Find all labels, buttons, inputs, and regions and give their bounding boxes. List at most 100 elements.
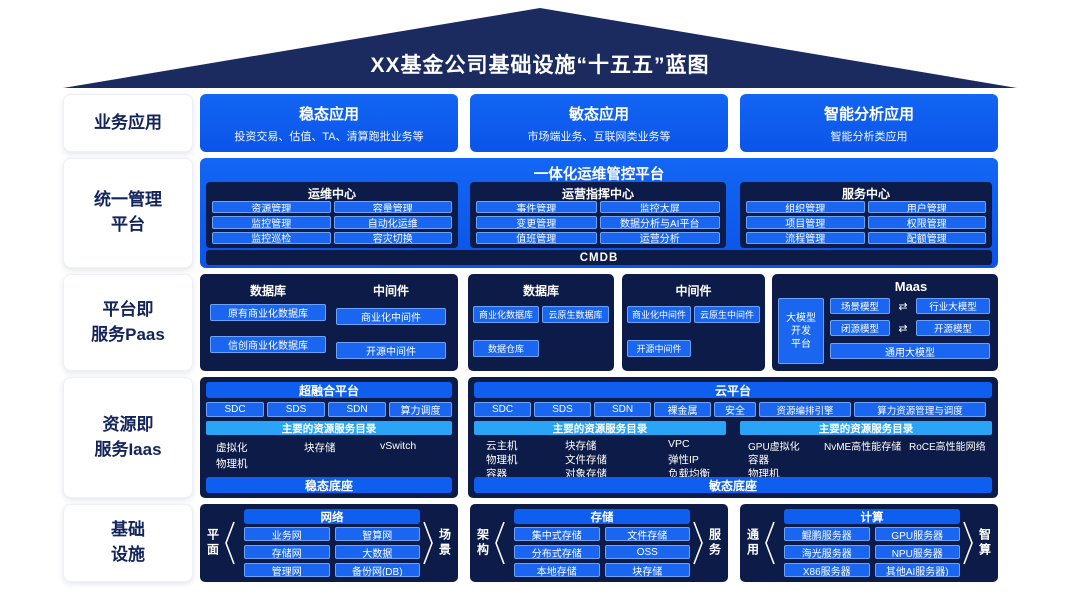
resource-item: 文件存储: [565, 454, 607, 466]
roof-banner: XX基金公司基础设施“十五五”蓝图: [63, 8, 1017, 88]
app-box-stable: 稳态应用 投资交易、估值、TA、清算跑批业务等: [200, 94, 458, 152]
infra-header-bar: 计算: [784, 509, 960, 524]
left-chevron-icon: [495, 521, 505, 565]
mgmt-item: 自动化运维: [333, 216, 452, 229]
right-chevron-icon: [963, 521, 973, 565]
resource-item: 物理机: [216, 458, 248, 470]
page-title: XX基金公司基础设施“十五五”蓝图: [370, 54, 710, 77]
row-label-management-platform: 统一管理 平台: [63, 158, 193, 268]
agile-base-bar: 敏态底座: [474, 477, 992, 493]
app-subtitle: 市场端业务、互联网类业务等: [527, 130, 671, 143]
swap-arrow-icon: ⇄: [898, 300, 908, 313]
paas-database-box: 数据库 商业化数据库 云原生数据库 数据仓库: [468, 274, 614, 371]
unified-management-panel: 一体化运维管控平台 运维中心 资源管理 容量管理 监控管理 自动化运维 监控巡检…: [200, 158, 998, 268]
infra-group-network: 平面 网络 业务网 智算网 存储网 大数据 管理网 备份网(DB) 场景: [200, 504, 458, 582]
infra-item: X86服务器: [784, 563, 870, 577]
infra-item: 集中式存储: [514, 527, 600, 541]
infra-header-bar: 存储: [514, 509, 690, 524]
center-title: 运维中心: [307, 187, 356, 201]
maas-model-cell: 场景模型: [830, 298, 890, 314]
left-chevron-icon: [225, 521, 235, 565]
tech-cell: SDS: [534, 402, 591, 417]
resource-item: 虚拟化: [216, 442, 248, 454]
row-label-iaas: 资源即 服务Iaas: [63, 377, 193, 498]
resource-item: 块存储: [565, 440, 597, 452]
paas-item: 云原生数据库: [542, 306, 609, 323]
infra-item: GPU服务器: [874, 527, 960, 541]
infra-item: 备份网(DB): [334, 563, 420, 577]
left-chevron-icon: [765, 521, 775, 565]
infra-item: 管理网: [244, 563, 330, 577]
center-grid: 资源管理 容量管理 监控管理 自动化运维 监控巡检 容灾切换: [212, 201, 452, 244]
infra-grid: 业务网 智算网 存储网 大数据 管理网 备份网(DB): [244, 527, 420, 577]
service-center-box: 服务中心 组织管理 用户管理 项目管理 权限管理 流程管理 配额管理: [740, 182, 992, 248]
infra-grid: 鲲鹏服务器 GPU服务器 海光服务器 NPU服务器 X86服务器 其他AI服务器…: [784, 527, 960, 577]
infra-group-storage: 架构 存储 集中式存储 文件存储 分布式存储 OSS 本地存储 块存储 服务: [470, 504, 728, 582]
ops-command-center-box: 运营指挥中心 事件管理 监控大屏 变更管理 数据分析与AI平台 值班管理 运营分…: [470, 182, 726, 248]
resource-item: vSwitch: [380, 440, 417, 452]
app-box-agile: 敏态应用 市场端业务、互联网类业务等: [470, 94, 728, 152]
maas-model-cell: 开源模型: [916, 320, 990, 336]
vertical-label-service: 服务: [707, 528, 722, 558]
catalog-header-bar: 主要的资源服务目录: [740, 421, 992, 435]
infra-item: OSS: [604, 545, 690, 559]
paas-item: 商业化数据库: [473, 306, 539, 323]
paas-item: 商业化中间件: [336, 308, 446, 325]
vertical-label-scene: 场景: [437, 528, 452, 558]
ops-center-box: 运维中心 资源管理 容量管理 监控管理 自动化运维 监控巡检 容灾切换: [206, 182, 458, 248]
tech-cell: SDN: [328, 402, 386, 417]
infra-grid: 集中式存储 文件存储 分布式存储 OSS 本地存储 块存储: [514, 527, 690, 577]
mgmt-item: 监控大屏: [599, 201, 720, 214]
paas-item: 信创商业化数据库: [210, 336, 326, 353]
infra-item: 存储网: [244, 545, 330, 559]
tech-cell: SDN: [594, 402, 651, 417]
app-title: 稳态应用: [298, 105, 359, 123]
row-label-infrastructure: 基础 设施: [63, 504, 193, 582]
cmdb-bar: CMDB: [206, 250, 992, 265]
paas-item: 开源中间件: [336, 342, 446, 359]
stable-base-bar: 稳态底座: [206, 477, 452, 493]
resource-item: 块存储: [304, 442, 336, 454]
cloud-platform-box: 云平台 SDC SDS SDN 裸金属 安全 资源编排引擎 算力资源管理与调度 …: [468, 377, 998, 498]
infra-item: 鲲鹏服务器: [784, 527, 870, 541]
app-box-intelligent-analysis: 智能分析应用 智能分析类应用: [740, 94, 998, 152]
app-subtitle: 智能分析类应用: [830, 130, 908, 143]
app-subtitle: 投资交易、估值、TA、清算跑批业务等: [234, 130, 424, 143]
catalog-header-bar: 主要的资源服务目录: [206, 421, 452, 435]
right-chevron-icon: [693, 521, 703, 565]
maas-model-cell: 行业大模型: [916, 298, 990, 314]
infra-item: 海光服务器: [784, 545, 870, 559]
mgmt-item: 资源管理: [212, 201, 331, 214]
resource-item: VPC: [668, 438, 690, 450]
row-label-business-apps: 业务应用: [63, 94, 193, 152]
paas-db-mw-box: 数据库 中间件 原有商业化数据库 信创商业化数据库 商业化中间件 开源中间件: [200, 274, 458, 371]
mgmt-item: 用户管理: [867, 201, 986, 214]
resource-item: 云主机: [486, 440, 518, 452]
infra-item: 大数据: [334, 545, 420, 559]
paas-maas-box: Maas 大模型 开发 平台 场景模型 ⇄ 行业大模型 闭源模型 ⇄ 开源模型 …: [772, 274, 998, 371]
hci-header-bar: 超融合平台: [206, 382, 452, 398]
resource-item: GPU虚拟化: [748, 442, 800, 453]
tech-cell: 资源编排引擎: [759, 402, 851, 417]
infra-header-bar: 网络: [244, 509, 420, 524]
infra-item: 智算网: [334, 527, 420, 541]
tech-cell: SDC: [206, 402, 264, 417]
infra-item: 分布式存储: [514, 545, 600, 559]
resource-item: 弹性IP: [668, 454, 699, 466]
mgmt-item: 容灾切换: [333, 231, 452, 244]
paas-item: 商业化中间件: [627, 306, 691, 323]
db-header: 数据库: [249, 284, 286, 298]
center-title: 服务中心: [841, 187, 890, 201]
mgmt-item: 变更管理: [476, 216, 597, 229]
mgmt-item: 监控管理: [212, 216, 331, 229]
mgmt-item: 项目管理: [746, 216, 865, 229]
right-chevron-icon: [423, 521, 433, 565]
resource-item: NvME高性能存储: [824, 442, 902, 453]
db-header: 数据库: [522, 284, 559, 298]
center-grid: 事件管理 监控大屏 变更管理 数据分析与AI平台 值班管理 运营分析: [476, 201, 720, 244]
paas-item: 数据仓库: [473, 340, 539, 357]
infra-item: 文件存储: [604, 527, 690, 541]
paas-item: 开源中间件: [627, 340, 691, 357]
paas-item: 原有商业化数据库: [210, 304, 326, 321]
maas-header: Maas: [894, 279, 928, 294]
